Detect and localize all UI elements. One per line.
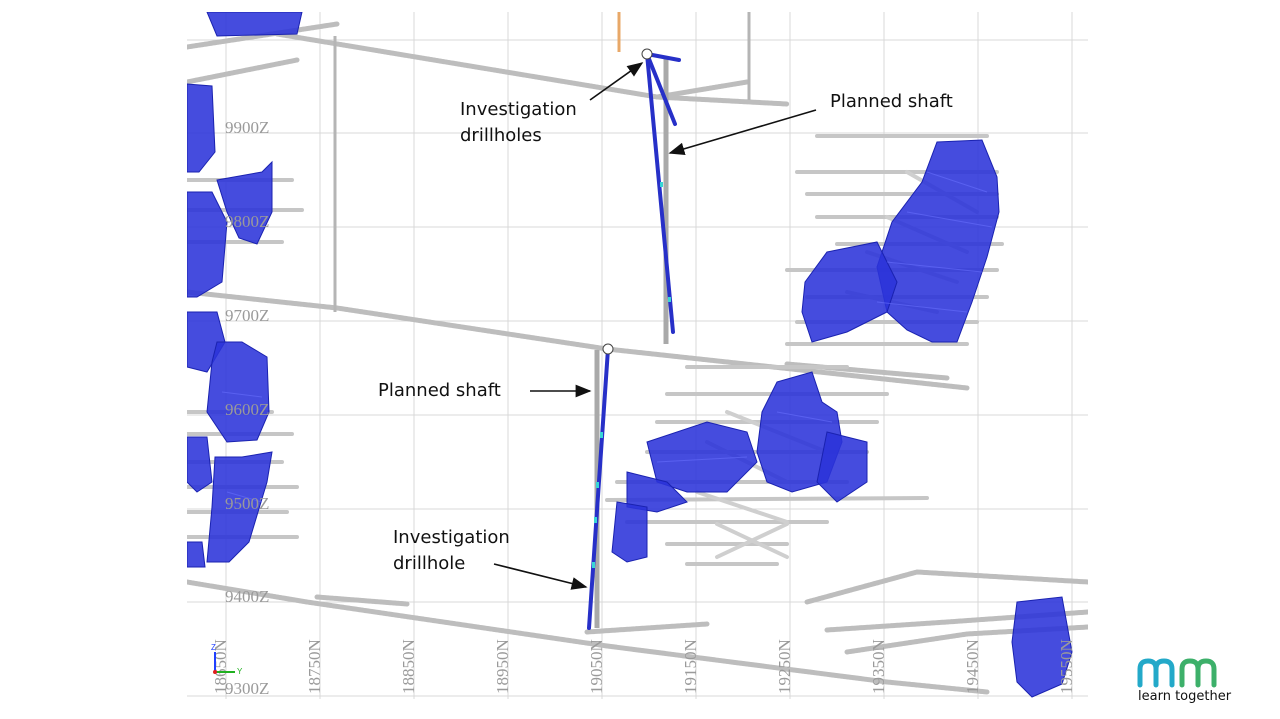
axis-z-label: Z [211, 643, 216, 652]
decline-drives [187, 21, 1088, 695]
lower-drillhole [587, 347, 610, 630]
callout-upper-drillholes-line1: Investigation [460, 99, 577, 120]
northing-label-19550: 19550N [1057, 639, 1076, 694]
elevation-label-9600: 9600Z [225, 400, 269, 419]
mine-section-view: 9900Z 9800Z 9700Z 9600Z 9500Z 9400Z 9300… [187, 12, 1088, 699]
elevation-label-9300: 9300Z [225, 679, 269, 698]
axis-triad: Z Y [211, 643, 243, 676]
elevation-label-9700: 9700Z [225, 306, 269, 325]
logo-mark: mm [1134, 655, 1136, 656]
orebody-texture [221, 171, 993, 503]
upper-drillhole-main [645, 52, 675, 334]
callout-lower-drillhole-line1: Investigation [393, 527, 510, 548]
elevation-label-9900: 9900Z [225, 118, 269, 137]
northing-label-18750: 18750N [305, 639, 324, 694]
northing-labels: 18650N 18750N 18850N 18950N 19050N 19150… [211, 639, 1076, 694]
northing-label-19150: 19150N [681, 639, 700, 694]
orebody [187, 12, 1073, 698]
callout-upper-shaft: Planned shaft [830, 91, 953, 112]
northing-label-19450: 19450N [963, 639, 982, 694]
elevation-label-9800: 9800Z [225, 212, 269, 231]
callout-lower-drillhole: Investigation drillhole [393, 525, 510, 577]
northing-label-18950: 18950N [493, 639, 512, 694]
axis-y-label: Y [237, 667, 243, 676]
northing-label-19050: 19050N [587, 639, 606, 694]
callout-lower-shaft: Planned shaft [378, 380, 501, 401]
northing-label-19250: 19250N [775, 639, 794, 694]
northing-label-19350: 19350N [869, 639, 888, 694]
elevation-label-9400: 9400Z [225, 587, 269, 606]
callout-upper-drillholes: Investigation drillholes [460, 97, 577, 149]
learn-together-logo: mm [1134, 655, 1217, 688]
callout-upper-drillholes-line2: drillholes [460, 125, 542, 146]
elevation-labels: 9900Z 9800Z 9700Z 9600Z 9500Z 9400Z 9300… [225, 118, 269, 698]
logo-tagline: learn together [1138, 689, 1232, 704]
elevation-label-9500: 9500Z [225, 494, 269, 513]
section-viewport[interactable]: 9900Z 9800Z 9700Z 9600Z 9500Z 9400Z 9300… [187, 12, 1088, 699]
callout-lower-drillhole-line2: drillhole [393, 553, 466, 574]
northing-label-18850: 18850N [399, 639, 418, 694]
